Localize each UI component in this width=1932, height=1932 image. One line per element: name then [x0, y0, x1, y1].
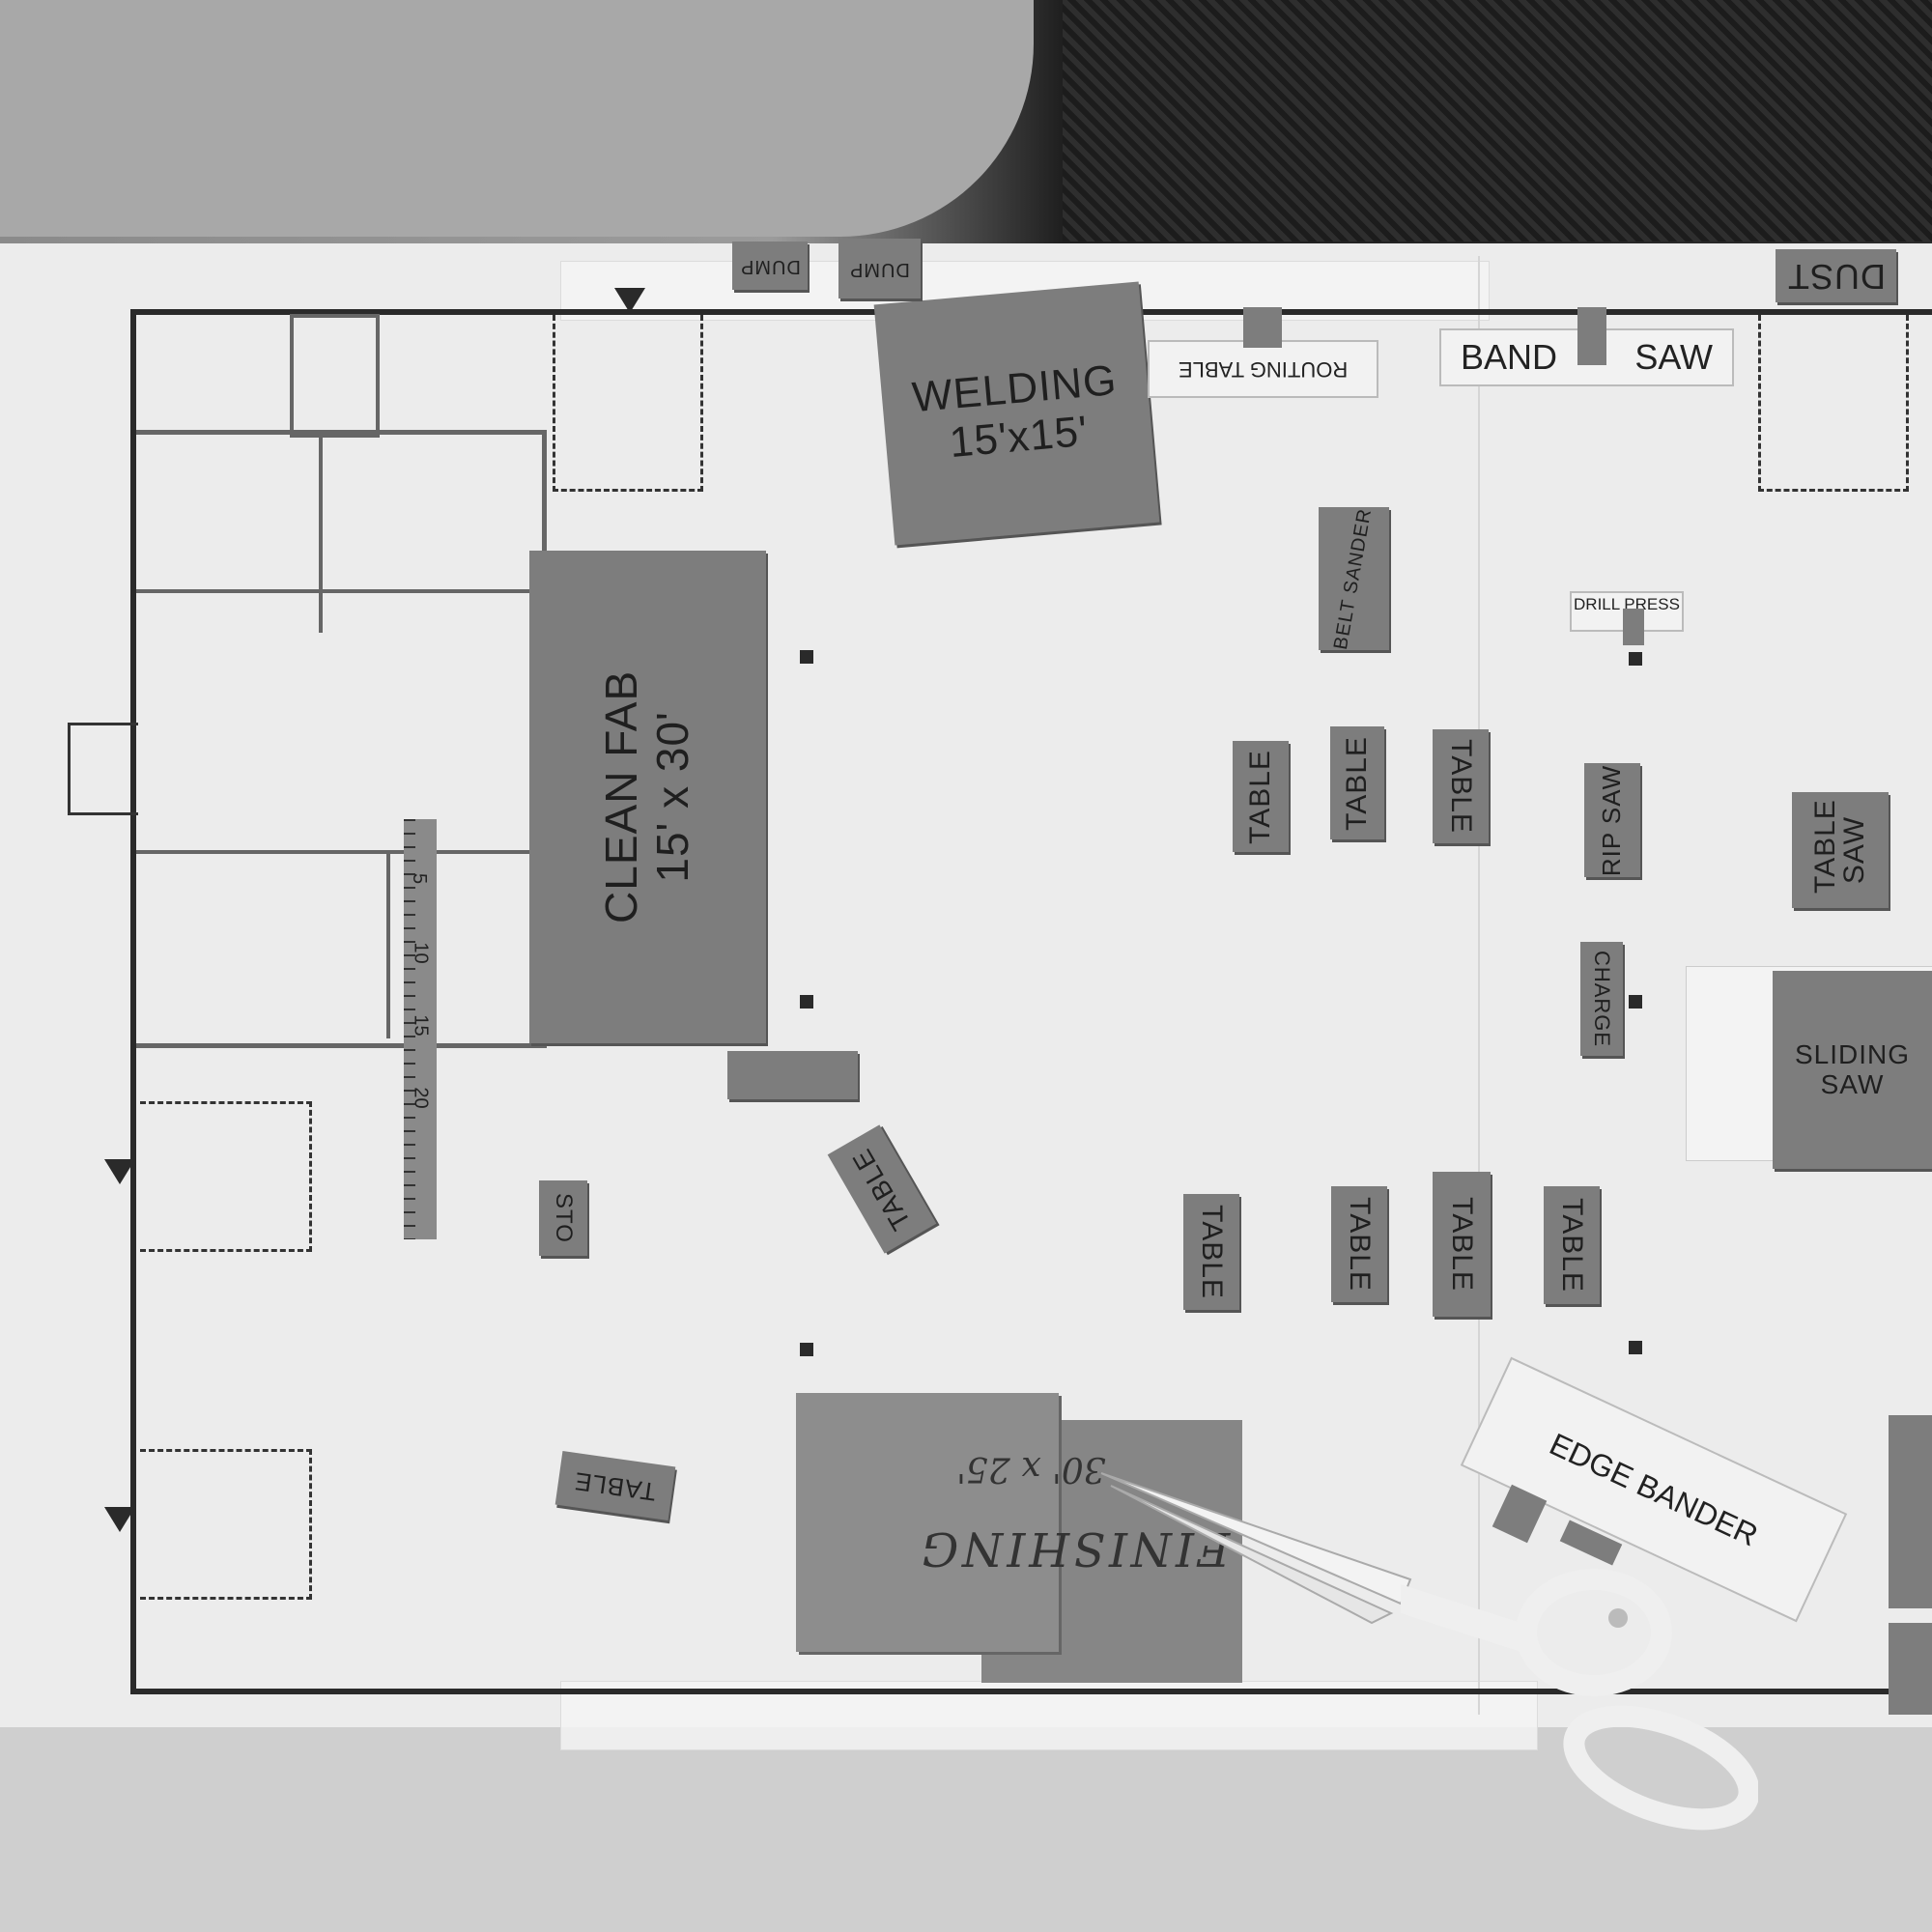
clean-fab-block[interactable]: CLEAN FAB 15' x 30'	[529, 551, 766, 1043]
chair-mesh	[1063, 0, 1932, 242]
right-edge-block-1[interactable]	[1889, 1415, 1932, 1608]
column-marker	[800, 995, 813, 1009]
dashed-zone-1	[553, 315, 703, 492]
entry-door-frame	[68, 723, 138, 815]
arrow-marker-north	[614, 288, 645, 313]
table-label: TABLE	[1445, 739, 1477, 834]
column-marker	[1629, 1341, 1642, 1354]
table-saw-block[interactable]: TABLE SAW	[1792, 792, 1889, 908]
scissors-grip	[1401, 1584, 1536, 1657]
routing-table-plate[interactable]: ROUTING TABLE	[1148, 340, 1378, 398]
clean-fab-size: 15' x 30'	[647, 711, 698, 883]
table-block[interactable]: TABLE	[1544, 1186, 1600, 1304]
table-label: TABLE	[1341, 735, 1373, 831]
scissors-blade-2	[1110, 1485, 1394, 1625]
restroom-room	[290, 314, 380, 438]
dust-label: DUST	[1786, 256, 1886, 297]
scissors-pivot	[1608, 1608, 1628, 1628]
dump-label-2: DUMP	[849, 258, 910, 280]
table-label: TABLE	[1344, 1197, 1376, 1292]
table-block[interactable]: TABLE	[1331, 1186, 1387, 1302]
west-wall	[130, 309, 136, 1694]
arrow-marker-west-1	[104, 1159, 135, 1184]
ruler-mark-20: 20	[410, 1087, 432, 1109]
ruler-mark-5: 5	[409, 872, 431, 885]
column-marker	[1629, 995, 1642, 1009]
column-marker	[1629, 652, 1642, 666]
dust-collector-block[interactable]: DUST	[1776, 249, 1896, 302]
south-wall	[130, 1689, 1932, 1694]
charge-label: CHARGE	[1590, 950, 1614, 1048]
table-block[interactable]: TABLE	[1330, 726, 1384, 839]
scissors-handle-1	[1516, 1569, 1672, 1696]
finishing-sticky-note-front	[796, 1393, 1059, 1652]
table-label: TABLE	[1244, 749, 1276, 844]
belt-sander-block[interactable]: BELT SANDER	[1319, 506, 1389, 651]
column-marker	[800, 650, 813, 664]
dashed-zone-4	[140, 1449, 312, 1600]
table-block[interactable]: TABLE	[1233, 741, 1289, 852]
scissors-handle-2	[1563, 1705, 1758, 1831]
table-label: TABLE	[1446, 1197, 1478, 1292]
charge-block[interactable]: CHARGE	[1580, 942, 1623, 1056]
routing-table-piece[interactable]	[1243, 307, 1282, 348]
sliding-saw-block[interactable]: SLIDING SAW	[1773, 971, 1932, 1169]
office-divider-4	[386, 850, 390, 1038]
right-edge-block-2[interactable]	[1889, 1623, 1932, 1715]
table-saw-label: TABLE SAW	[1809, 799, 1870, 894]
welding-title: WELDING	[910, 355, 1120, 422]
clean-fab-title: CLEAN FAB	[596, 669, 647, 924]
belt-sander-label: BELT SANDER	[1330, 506, 1377, 651]
ruler-mark-15: 15	[410, 1014, 432, 1037]
wood-table	[0, 1719, 1932, 1932]
office-divider-2	[136, 850, 542, 854]
drill-press-label: DRILL PRESS	[1574, 595, 1680, 613]
scissors[interactable]	[1082, 1449, 1758, 1835]
ruler-strip	[404, 819, 437, 1239]
office-divider-1	[136, 589, 542, 593]
storage-block[interactable]: STO	[539, 1180, 587, 1256]
rip-saw-label: RIP SAW	[1597, 764, 1627, 876]
table-label: TABLE	[1196, 1205, 1228, 1299]
dump-block-1[interactable]: DUMP	[732, 242, 808, 290]
dashed-zone-2	[1758, 315, 1909, 492]
scissors-blade-1	[1100, 1472, 1412, 1605]
band-saw-label-saw: SAW	[1634, 337, 1713, 377]
table-label: TABLE	[1556, 1198, 1588, 1293]
small-cart-block[interactable]	[727, 1051, 858, 1099]
chair-cushion	[0, 0, 1034, 237]
rip-saw-block[interactable]: RIP SAW	[1584, 763, 1640, 877]
ruler-mark-10: 10	[410, 942, 432, 964]
dashed-zone-3	[140, 1101, 312, 1252]
office-block	[136, 430, 547, 1048]
band-saw-label-band: BAND	[1461, 337, 1558, 377]
storage-label: STO	[551, 1193, 577, 1243]
table-block[interactable]: TABLE	[1433, 1172, 1491, 1317]
table-block[interactable]: TABLE	[1433, 729, 1489, 843]
office-divider-3	[319, 430, 323, 633]
arrow-marker-west-2	[104, 1507, 135, 1532]
table-block[interactable]: TABLE	[1183, 1194, 1239, 1310]
column-marker	[800, 1343, 813, 1356]
routing-table-label: ROUTING TABLE	[1178, 357, 1349, 382]
welding-area-block[interactable]: WELDING 15'x15'	[873, 281, 1160, 546]
band-saw-piece[interactable]	[1577, 307, 1606, 365]
dump-label-1: DUMP	[739, 255, 801, 277]
table-label: TABLE	[572, 1465, 659, 1507]
dump-block-2[interactable]: DUMP	[838, 239, 921, 298]
drill-press-piece[interactable]	[1623, 609, 1644, 645]
sliding-saw-label: SLIDING SAW	[1794, 1038, 1911, 1099]
paper-seam	[1478, 256, 1480, 1715]
